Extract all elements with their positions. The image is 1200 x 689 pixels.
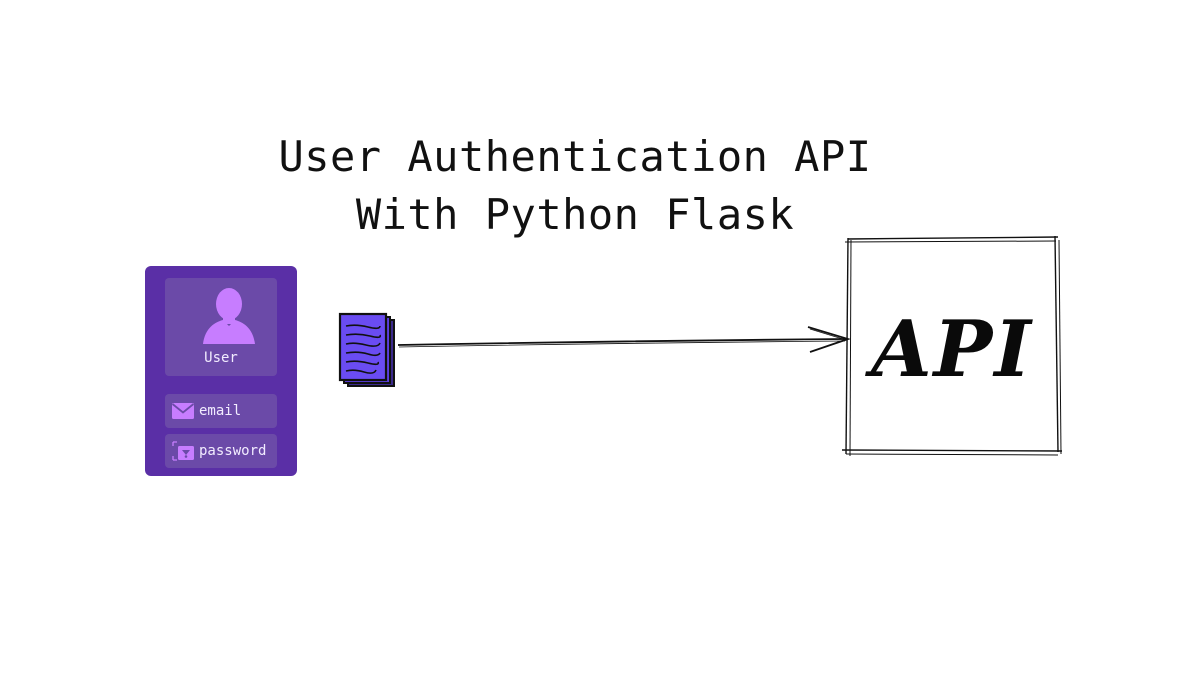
user-label: User	[204, 350, 238, 366]
login-card: User email password	[145, 266, 297, 476]
password-field[interactable]: password	[165, 434, 277, 468]
envelope-icon	[171, 403, 195, 419]
title-line-2: With Python Flask	[355, 190, 795, 239]
user-profile-tile: User	[165, 278, 277, 376]
diagram-title: User Authentication API With Python Flas…	[0, 128, 1150, 244]
document-stack-icon	[338, 312, 395, 387]
title-line-1: User Authentication API	[278, 132, 872, 181]
lock-icon	[172, 441, 194, 461]
api-box	[841, 235, 1063, 457]
api-label: API	[871, 304, 1033, 395]
person-icon	[203, 288, 255, 344]
email-label: email	[199, 403, 242, 419]
password-label: password	[199, 443, 267, 459]
email-field[interactable]: email	[165, 394, 277, 428]
